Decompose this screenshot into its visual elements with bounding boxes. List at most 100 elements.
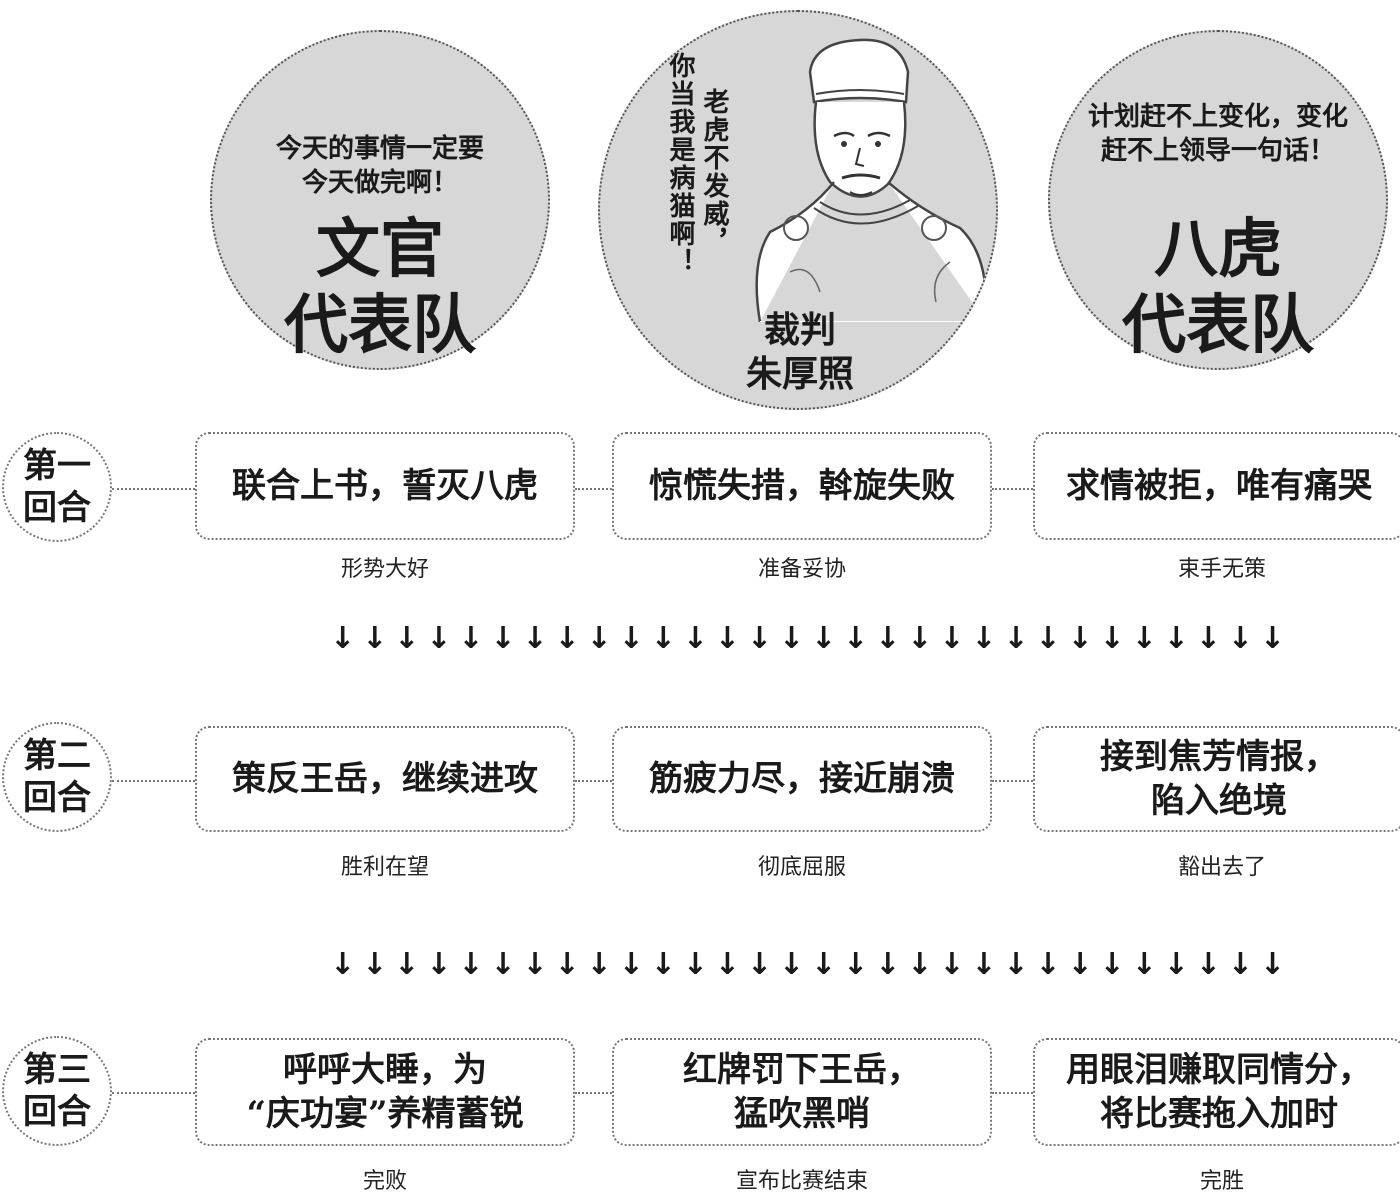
down-arrow-icon: ↓: [843, 947, 869, 982]
down-arrow-icon: ↓: [1067, 621, 1093, 656]
connector-line: [112, 488, 195, 490]
down-arrow-icon: ↓: [618, 621, 644, 656]
down-arrow-icon: ↓: [778, 621, 805, 656]
down-arrow-icon: ↓: [875, 621, 901, 656]
eight-tigers-action: 求情被拒，唯有痛哭: [1033, 432, 1400, 540]
down-arrow-icon: ↓: [907, 621, 933, 656]
eight-tigers-team-name: 八虎 代表队: [1122, 212, 1314, 363]
down-arrow-icon: ↓: [1131, 621, 1157, 656]
referee-verdict: 彻底屈服: [757, 855, 846, 880]
down-arrow-icon: ↓: [394, 621, 420, 656]
down-arrow-icon: ↓: [939, 621, 965, 656]
down-arrow-icon: ↓: [714, 621, 740, 656]
round-label: 第二 回合: [2, 722, 112, 832]
down-arrow-icon: ↓: [939, 947, 965, 982]
connector-line: [992, 780, 1033, 782]
referee-label: 裁判 朱厚照: [745, 309, 854, 395]
down-arrow-icon: ↓: [586, 621, 612, 656]
eight-tigers-verdict: 束手无策: [1177, 557, 1266, 582]
down-arrow-icon: ↓: [1099, 947, 1125, 982]
down-arrow-icon: ↓: [1163, 947, 1189, 982]
down-arrow-icon: ↓: [490, 947, 516, 982]
down-arrow-icon: ↓: [650, 947, 676, 982]
down-arrow-icon: ↓: [522, 947, 548, 982]
down-arrow-icon: ↓: [490, 621, 516, 656]
eight-tigers-verdict: 豁出去了: [1177, 855, 1266, 880]
referee-action: 红牌罚下王岳， 猛吹黑哨: [612, 1038, 992, 1146]
civil-officials-quote: 今天的事情一定要今天做完啊！: [275, 134, 484, 198]
down-arrows-row: ↓↓↓↓↓↓↓↓↓↓↓↓↓↓↓↓↓↓↓↓↓↓↓↓↓↓↓↓↓↓: [330, 621, 1285, 656]
down-arrow-icon: ↓: [843, 621, 869, 656]
referee-verdict: 宣布比赛结束: [735, 1169, 868, 1194]
down-arrow-icon: ↓: [1259, 947, 1285, 982]
civil-officials-action: 呼呼大睡，为 “庆功宴”养精蓄锐: [195, 1038, 575, 1146]
down-arrow-icon: ↓: [362, 621, 388, 656]
round-label: 第三 回合: [2, 1036, 112, 1146]
down-arrow-icon: ↓: [1003, 947, 1029, 982]
connector-line: [575, 780, 612, 782]
connector-line: [112, 1092, 195, 1094]
down-arrow-icon: ↓: [1035, 621, 1061, 656]
referee-verdict: 准备妥协: [757, 557, 846, 582]
down-arrow-icon: ↓: [618, 947, 644, 982]
referee-action: 惊慌失措，斡旋失败: [612, 432, 992, 540]
civil-officials-verdict: 形势大好: [340, 557, 429, 582]
down-arrow-icon: ↓: [1163, 621, 1189, 656]
down-arrow-icon: ↓: [426, 621, 452, 656]
down-arrow-icon: ↓: [1195, 947, 1221, 982]
down-arrow-icon: ↓: [554, 947, 580, 982]
down-arrow-icon: ↓: [778, 947, 805, 982]
eight-tigers-quote: 计划赶不上变化，变化赶不上领导一句话！: [1087, 102, 1348, 166]
referee-circle: 你当我是病猫啊！ 老虎不发威， 裁判 朱厚照: [598, 10, 998, 410]
civil-officials-team-name: 文官 代表队: [284, 212, 476, 363]
down-arrows-row: ↓↓↓↓↓↓↓↓↓↓↓↓↓↓↓↓↓↓↓↓↓↓↓↓↓↓↓↓↓↓: [330, 947, 1285, 982]
down-arrow-icon: ↓: [810, 621, 837, 656]
down-arrow-icon: ↓: [586, 947, 612, 982]
down-arrow-icon: ↓: [650, 621, 676, 656]
down-arrow-icon: ↓: [458, 621, 484, 656]
down-arrow-icon: ↓: [1035, 947, 1061, 982]
civil-officials-verdict: 胜利在望: [340, 855, 429, 880]
connector-line: [992, 488, 1033, 490]
down-arrow-icon: ↓: [426, 947, 452, 982]
down-arrow-icon: ↓: [971, 947, 997, 982]
referee-quote-col2: 老虎不发威，: [699, 88, 729, 256]
down-arrow-icon: ↓: [746, 947, 772, 982]
connector-line: [575, 1092, 612, 1094]
down-arrow-icon: ↓: [1227, 947, 1253, 982]
down-arrow-icon: ↓: [554, 621, 580, 656]
connector-line: [992, 1092, 1033, 1094]
civil-officials-action: 策反王岳，继续进攻: [195, 726, 575, 832]
down-arrow-icon: ↓: [1259, 621, 1285, 656]
eight-tigers-team-circle: 计划赶不上变化，变化赶不上领导一句话！ 八虎 代表队: [1048, 30, 1388, 370]
down-arrow-icon: ↓: [810, 947, 837, 982]
down-arrow-icon: ↓: [394, 947, 420, 982]
round-label: 第一 回合: [2, 432, 112, 542]
connector-line: [575, 488, 612, 490]
down-arrow-icon: ↓: [875, 947, 901, 982]
down-arrow-icon: ↓: [1195, 621, 1221, 656]
down-arrow-icon: ↓: [1067, 947, 1093, 982]
down-arrow-icon: ↓: [682, 621, 708, 656]
down-arrow-icon: ↓: [907, 947, 933, 982]
down-arrow-icon: ↓: [1003, 621, 1029, 656]
down-arrow-icon: ↓: [458, 947, 484, 982]
down-arrow-icon: ↓: [1227, 621, 1253, 656]
down-arrow-icon: ↓: [971, 621, 997, 656]
eight-tigers-verdict: 完胜: [1199, 1169, 1244, 1194]
down-arrow-icon: ↓: [330, 947, 356, 982]
referee-quote-col1: 你当我是病猫啊！: [665, 52, 695, 276]
down-arrow-icon: ↓: [746, 621, 772, 656]
down-arrow-icon: ↓: [522, 621, 548, 656]
down-arrow-icon: ↓: [1131, 947, 1157, 982]
eight-tigers-action: 接到焦芳情报， 陷入绝境: [1033, 726, 1400, 832]
down-arrow-icon: ↓: [714, 947, 740, 982]
down-arrow-icon: ↓: [362, 947, 388, 982]
emperor-portrait-icon: [755, 38, 988, 322]
connector-line: [112, 780, 195, 782]
referee-action: 筋疲力尽，接近崩溃: [612, 726, 992, 832]
eight-tigers-action: 用眼泪赚取同情分， 将比赛拖入加时: [1033, 1038, 1400, 1146]
civil-officials-team-circle: 今天的事情一定要今天做完啊！ 文官 代表队: [210, 30, 550, 370]
down-arrow-icon: ↓: [682, 947, 708, 982]
civil-officials-action: 联合上书，誓灭八虎: [195, 432, 575, 540]
